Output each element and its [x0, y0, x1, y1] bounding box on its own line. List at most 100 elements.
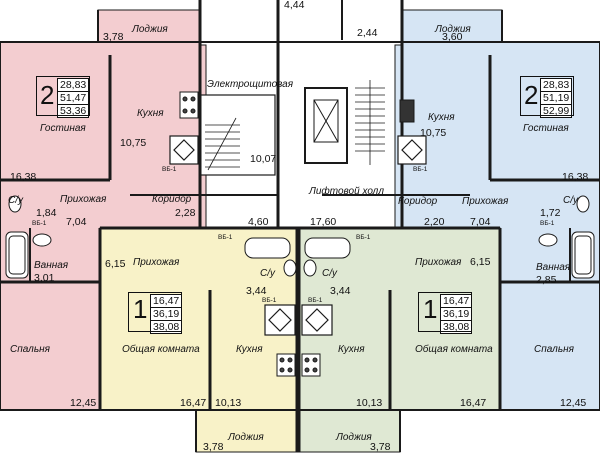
bathtub-left [5, 231, 29, 279]
dim-label: 17,60 [310, 216, 337, 228]
sink-icons [8, 195, 590, 277]
apartment-sw-area-useful: 36,19 [151, 308, 181, 321]
label-living-nw: Гостиная [40, 123, 86, 134]
dim-label: 4,44 [284, 0, 305, 11]
label-common-room-sw: Общая комната [122, 344, 200, 355]
dim-label: 16,47 [180, 397, 207, 409]
dim-label: 2,44 [357, 27, 378, 39]
vent-tag-1: ВБ-1 [162, 166, 177, 173]
apartment-sw-zone [99, 227, 297, 453]
dim-label: 1,84 [36, 207, 57, 219]
dim-label: 3,01 [34, 272, 55, 284]
dim-label: 16,47 [460, 397, 487, 409]
label-loggia-se: Лоджия [336, 432, 372, 443]
apartment-nw-area-living: 28,83 [58, 79, 88, 92]
label-kitchen-sw: Кухня [236, 344, 263, 355]
label-kitchen-ne: Кухня [428, 112, 455, 123]
apartment-sw-area-total: 38,08 [153, 321, 180, 333]
label-kitchen-nw: Кухня [137, 108, 164, 119]
apartment-nw-area-useful: 51,47 [58, 92, 88, 105]
label-elevator-hall: Лифтовой холл [309, 186, 384, 197]
apartment-sw-rooms: 1 [133, 294, 148, 324]
dim-label: 6,15 [470, 256, 491, 268]
stair-steps [205, 117, 240, 171]
vent-tag-6: ВБ-1 [308, 297, 323, 304]
label-corridor-e: Коридор [398, 196, 438, 207]
dim-label: 3,78 [370, 441, 391, 453]
label-wc-ne: С/у [563, 195, 578, 206]
dim-label: 2,20 [424, 216, 445, 228]
label-living-ne: Гостиная [523, 123, 569, 134]
apartment-se-areas: 16,47 36,19 38,08 [440, 294, 472, 334]
apartment-sw-frame [128, 292, 182, 332]
dim-label: 3,44 [330, 285, 351, 297]
stair-right [355, 80, 385, 165]
label-corridor-w: Коридор [152, 194, 192, 205]
dim-label: 7,04 [470, 216, 491, 228]
apartment-nw-areas: 28,83 51,47 53,36 [57, 78, 89, 118]
vent-tag-4: ВБ-1 [356, 234, 371, 241]
label-loggia-nw: Лоджия [132, 24, 168, 35]
vent-tag-7: ВБ-1 [32, 220, 47, 227]
apartment-ne-frame [520, 76, 574, 116]
label-wc-sw: С/у [260, 268, 275, 279]
label-hall-nw: Прихожая [60, 194, 107, 205]
dim-label: 10,75 [420, 127, 447, 139]
label-bedroom-e: Спальня [534, 344, 574, 355]
label-kitchen-se: Кухня [338, 344, 365, 355]
label-wc-nw: С/у [8, 195, 23, 206]
vent-tag-5: ВБ-1 [262, 297, 277, 304]
vent-tag-8: ВБ-1 [540, 220, 555, 227]
apartment-se-area-living: 16,47 [441, 295, 471, 308]
apartment-ne-areas: 28,83 51,19 52,99 [540, 78, 572, 118]
dim-label: 10,07 [250, 153, 277, 165]
apartment-ne-area-useful: 51,19 [541, 92, 571, 105]
dim-label: 10,13 [356, 397, 383, 409]
apartment-se-rooms: 1 [423, 294, 438, 324]
dim-label: 3,60 [442, 31, 463, 43]
label-electrical: Электрощитовая [207, 79, 294, 90]
dim-label: 10,75 [120, 137, 147, 149]
apartment-nw-area-total: 53,36 [60, 105, 87, 117]
label-bath-e: Ванная [536, 262, 571, 273]
dim-label: 3,78 [203, 441, 224, 453]
label-loggia-sw: Лоджия [228, 432, 264, 443]
label-bedroom-w: Спальня [10, 344, 50, 355]
apartment-ne-area-total: 52,99 [543, 105, 570, 117]
apartment-se-frame [418, 292, 472, 332]
kitchen-diamond-icons [169, 135, 427, 336]
apartment-ne-area-living: 28,83 [541, 79, 571, 92]
apartment-sw-areas: 16,47 36,19 38,08 [150, 294, 182, 334]
elevator-cross [313, 99, 339, 143]
dim-label: 7,04 [66, 216, 87, 228]
dim-label: 3,78 [103, 31, 124, 43]
dim-label: 12,45 [70, 397, 97, 409]
vent-tag-3: ВБ-1 [218, 234, 233, 241]
stove-icons [179, 91, 415, 377]
apartment-sw-area-living: 16,47 [151, 295, 181, 308]
label-loggia-ne: Лоджия [435, 24, 471, 35]
dim-label: 10,13 [215, 397, 242, 409]
dim-label: 12,45 [560, 397, 587, 409]
apartment-se-area-total: 38,08 [443, 321, 470, 333]
dim-label: 2,85 [536, 274, 557, 286]
label-common-room-se: Общая комната [415, 344, 493, 355]
label-bath-w: Ванная [34, 260, 69, 271]
dim-label: 16,38 [10, 171, 37, 183]
apartment-se-area-useful: 36,19 [441, 308, 471, 321]
dim-label: 3,44 [246, 285, 267, 297]
apartment-nw-rooms: 2 [40, 80, 55, 110]
label-wc-se: С/у [322, 268, 337, 279]
elevator-shaft [304, 87, 348, 164]
vent-tag-2: ВБ-1 [413, 166, 428, 173]
bathtub-right [571, 231, 595, 279]
dim-label: 4,60 [248, 216, 269, 228]
label-hall-sw: Прихожая [133, 257, 180, 268]
dim-label: 1,72 [540, 207, 561, 219]
label-hall-se: Прихожая [415, 257, 462, 268]
label-hall-ne: Прихожая [462, 196, 509, 207]
apartment-nw-frame [36, 76, 90, 116]
dim-label: 16,38 [562, 171, 589, 183]
